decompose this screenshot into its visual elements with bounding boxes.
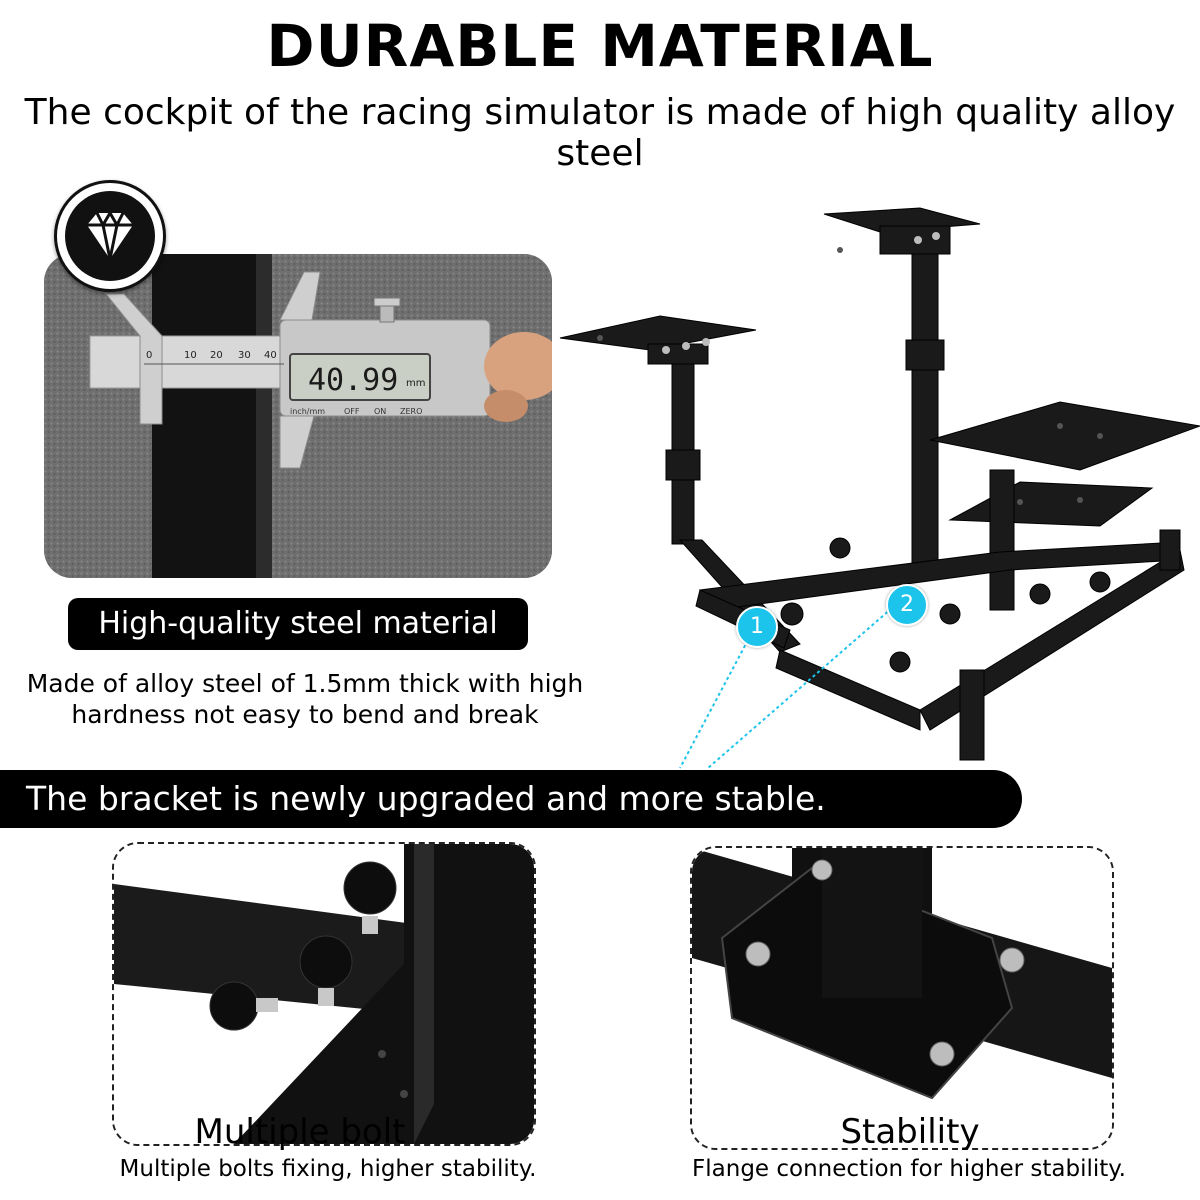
material-description: Made of alloy steel of 1.5mm thick with … xyxy=(0,668,610,730)
racing-cockpit-stand xyxy=(559,207,1200,769)
bolt-illustration xyxy=(114,844,534,1144)
diamond-badge xyxy=(54,180,166,292)
stability-banner: The bracket is newly upgraded and more s… xyxy=(0,770,1022,828)
caliper-readout: 40.99 xyxy=(308,363,398,398)
feature-2-title: Stability xyxy=(840,1112,980,1152)
multiple-bolt-detail xyxy=(112,842,536,1146)
caliper-illustration: 40.99 mm inch/mm OFF ON ZERO 0 10 20 30 … xyxy=(44,254,552,578)
caliper-photo: 40.99 mm inch/mm OFF ON ZERO 0 10 20 30 … xyxy=(44,254,552,578)
caliper-unit: mm xyxy=(406,378,425,389)
caliper-button-zero: ZERO xyxy=(400,407,422,416)
caliper-scale-10: 10 xyxy=(184,350,197,361)
material-description-line2: hardness not easy to bend and break xyxy=(71,700,539,729)
caliper-scale-0: 0 xyxy=(146,350,152,361)
page-title: DURABLE MATERIAL xyxy=(266,12,934,80)
marker-2: 2 xyxy=(886,584,928,626)
caliper-button-mode: inch/mm xyxy=(290,407,325,416)
feature-1-title: Multiple bolt xyxy=(194,1112,406,1152)
material-description-line1: Made of alloy steel of 1.5mm thick with … xyxy=(26,669,584,698)
caliper-scale-40: 40 xyxy=(264,350,277,361)
caliper-button-off: OFF xyxy=(344,407,360,416)
caliper-scale-20: 20 xyxy=(210,350,223,361)
material-label: High-quality steel material xyxy=(68,598,528,650)
caliper-button-on: ON xyxy=(374,407,386,416)
caliper-scale-30: 30 xyxy=(238,350,251,361)
marker-1: 1 xyxy=(736,606,778,648)
stability-detail xyxy=(690,846,1114,1150)
diamond-icon xyxy=(65,191,155,281)
feature-1-subtitle: Multiple bolts fixing, higher stability. xyxy=(119,1156,537,1182)
page-subtitle: The cockpit of the racing simulator is m… xyxy=(24,92,1176,174)
feature-2-subtitle: Flange connection for higher stability. xyxy=(692,1156,1126,1182)
flange-illustration xyxy=(692,848,1112,1148)
